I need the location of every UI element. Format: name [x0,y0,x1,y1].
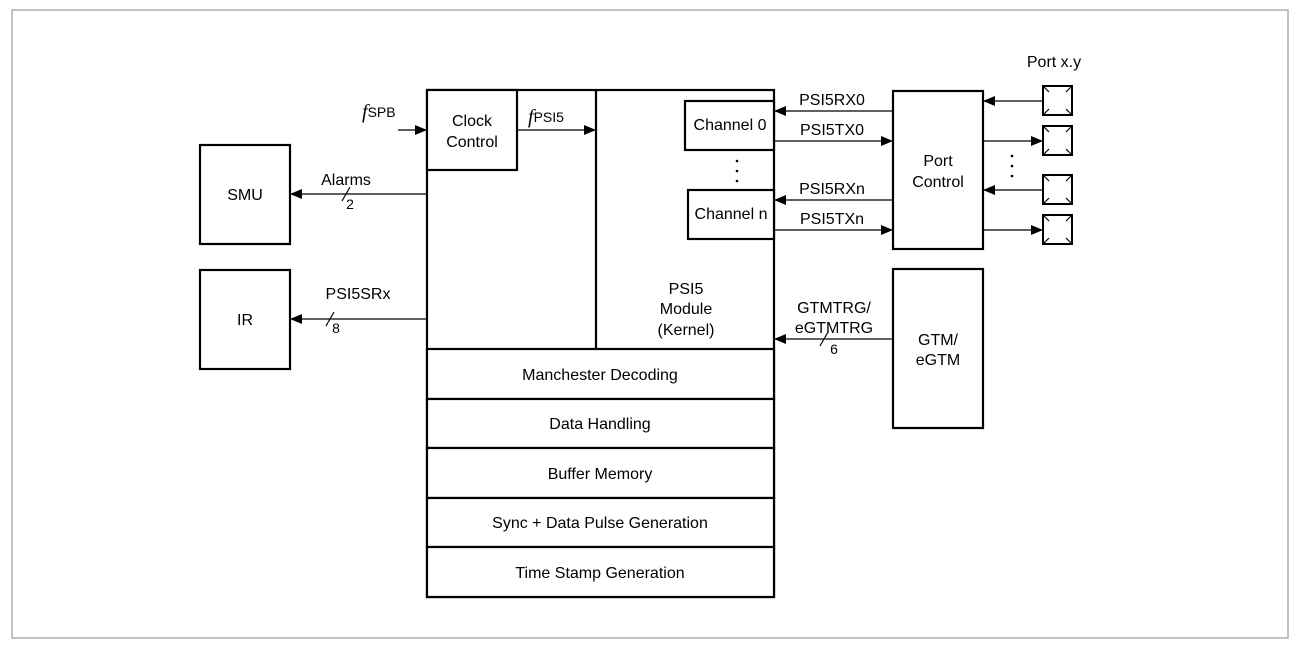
gtm-label-1: GTM/ [918,332,959,349]
psi5-module-label-1: PSI5 [669,281,704,298]
channel-0-label: Channel 0 [694,117,767,134]
alarms-width: 2 [346,196,354,212]
fspb-f: f [362,101,370,123]
gtm-label-2: eGTM [916,352,960,369]
sub-block-label: Sync + Data Pulse Generation [492,515,708,532]
alarms-bus-slash [341,186,351,202]
sub-block-manchester: Manchester Decoding [425,347,776,401]
fpsi5-label: fPSI5 [528,106,564,128]
fpsi5-f: f [528,106,536,128]
fspb-label: fSPB [362,101,396,123]
port-control-block: Port Control [891,89,985,251]
gtmtrg-label-1: GTMTRG/ [797,300,871,317]
clock-control-block: Clock Control [425,88,519,172]
psi5txn-label: PSI5TXn [800,211,864,228]
clock-control-label-1: Clock [452,113,493,130]
sub-block-label: Data Handling [549,416,650,433]
port-pin-4 [1042,214,1073,245]
psi5rxn-label: PSI5RXn [799,181,865,198]
psi5srx-label: PSI5SRx [326,286,391,303]
fspb-sub: SPB [368,104,396,120]
psi5srx-width: 8 [332,320,340,336]
gtmtrg-width: 6 [830,341,838,357]
sub-block-label: Buffer Memory [548,466,653,483]
port-pin-3 [1042,174,1073,205]
port-xy-label: Port x.y [1027,54,1081,71]
smu-label: SMU [227,187,263,204]
gtm-block: GTM/ eGTM [891,267,985,430]
sub-block-label: Time Stamp Generation [515,565,684,582]
sub-block-buffer-memory: Buffer Memory [425,446,776,500]
smu-block: SMU [198,143,292,246]
channel-n-block: Channel n [686,188,776,241]
channel-ellipsis [735,159,739,183]
clock-control-label-2: Control [446,134,498,151]
ir-block: IR [198,268,292,371]
psi5srx-bus-slash [325,311,335,327]
port-pin-2 [1042,125,1073,156]
psi5-module-label: PSI5 Module (Kernel) [658,281,715,339]
psi5rx0-label: PSI5RX0 [799,92,865,109]
port-control-label-1: Port [923,153,953,170]
sub-block-label: Manchester Decoding [522,367,678,384]
sub-block-sync-pulse: Sync + Data Pulse Generation [425,496,776,549]
psi5tx0-label: PSI5TX0 [800,122,864,139]
psi5-module-label-3: (Kernel) [658,322,715,339]
ir-label: IR [237,312,253,329]
fpsi5-sub: PSI5 [534,109,565,125]
sub-block-time-stamp: Time Stamp Generation [425,545,776,599]
alarms-label: Alarms [321,172,371,189]
channel-n-label: Channel n [695,206,768,223]
sub-block-data-handling: Data Handling [425,397,776,450]
psi5-module-label-2: Module [660,301,713,318]
port-pin-1 [1042,85,1073,116]
gtmtrg-label-2: eGTMTRG [795,320,873,337]
pin-ellipsis [1010,154,1014,178]
port-control-label-2: Control [912,174,964,191]
gtmtrg-bus-slash [819,331,829,347]
channel-0-block: Channel 0 [683,99,776,152]
figure-frame [11,9,1289,639]
